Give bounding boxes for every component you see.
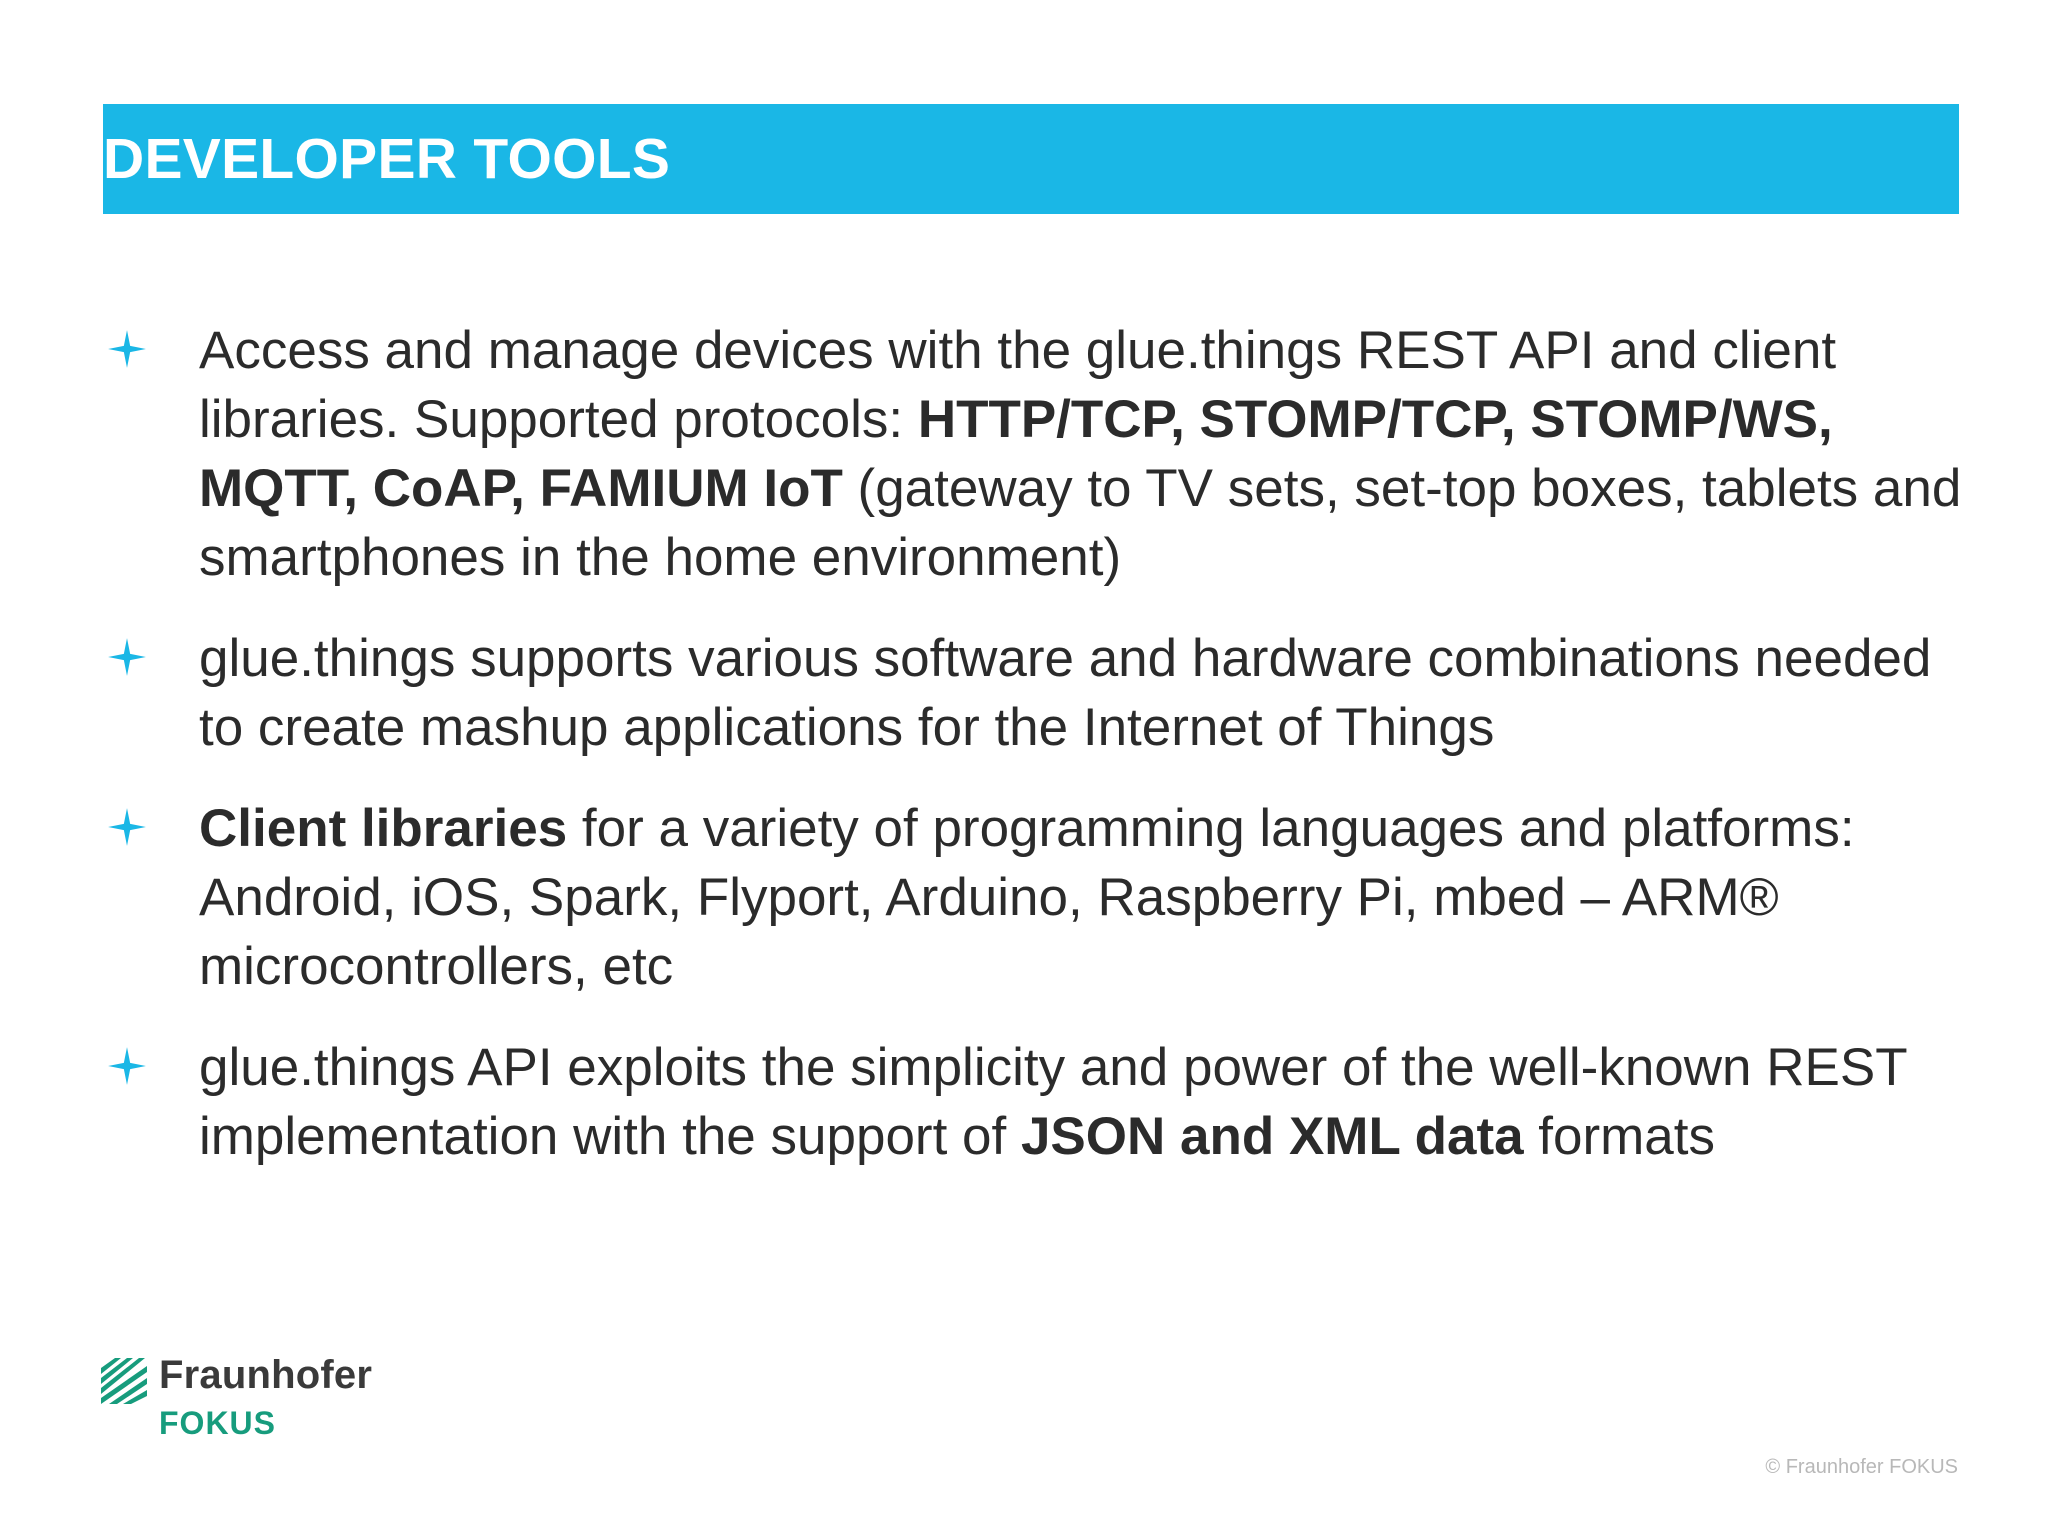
fraunhofer-logo: Fraunhofer FOKUS — [101, 1353, 401, 1448]
bullet-text: Access and manage devices with the glue.… — [199, 321, 1962, 587]
four-point-star-icon — [108, 330, 146, 368]
fraunhofer-stripes-logo-icon — [101, 1358, 147, 1404]
bullet-text: glue.things supports various software an… — [199, 629, 1932, 757]
bullet-item: Client libraries for a variety of progra… — [103, 794, 1963, 1001]
logo-name: Fraunhofer — [159, 1353, 373, 1397]
header-bar: DEVELOPER TOOLS — [103, 104, 1959, 214]
logo-subtitle: FOKUS — [159, 1405, 276, 1441]
bullet-text: glue.things API exploits the simplicity … — [199, 1038, 1907, 1166]
four-point-star-icon — [108, 638, 146, 676]
bullet-item: glue.things supports various software an… — [103, 624, 1963, 762]
slide-title: DEVELOPER TOOLS — [103, 127, 671, 191]
bullet-item: Access and manage devices with the glue.… — [103, 316, 1963, 592]
bullet-item: glue.things API exploits the simplicity … — [103, 1033, 1963, 1171]
bullet-text: Client libraries for a variety of progra… — [199, 799, 1855, 996]
four-point-star-icon — [108, 808, 146, 846]
bullet-list: Access and manage devices with the glue.… — [103, 316, 1963, 1171]
copyright-footer: © Fraunhofer FOKUS — [1765, 1456, 1958, 1478]
four-point-star-icon — [108, 1047, 146, 1085]
